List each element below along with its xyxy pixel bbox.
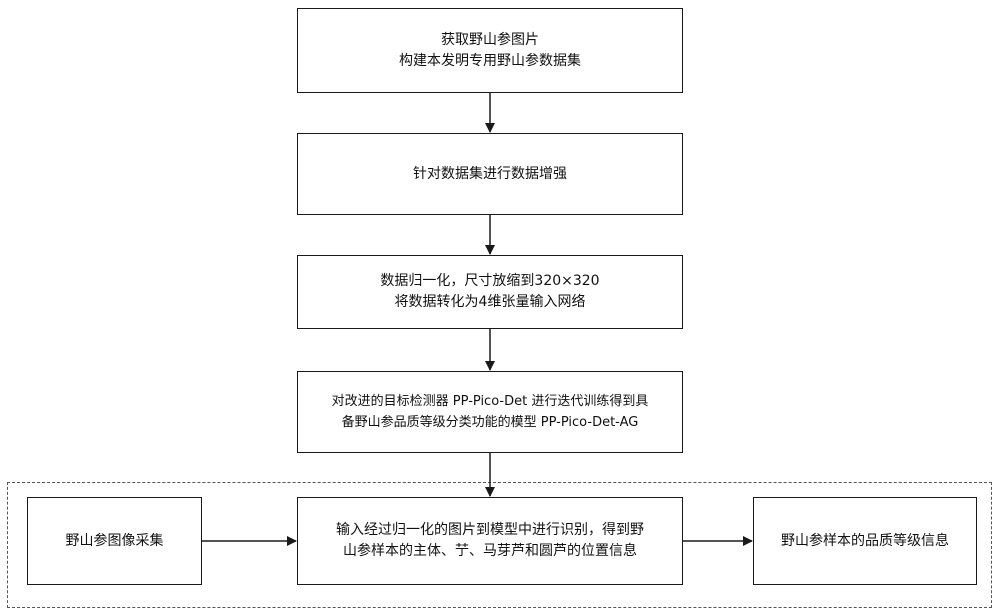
input-image-acquisition-label: 野山参图像采集 [66,531,164,552]
step-normalization-label: 数据归一化，尺寸放缩到320×320 将数据转化为4维张量输入网络 [380,271,599,313]
step-model-training-label: 对改进的目标检测器 PP-Pico-Det 进行迭代训练得到具 备野山参品质等级… [332,391,649,433]
step-normalization: 数据归一化，尺寸放缩到320×320 将数据转化为4维张量输入网络 [297,255,683,329]
output-quality-grade: 野山参样本的品质等级信息 [753,497,977,585]
step-model-recognition: 输入经过归一化的图片到模型中进行识别，得到野 山参样本的主体、艼、马芽芦和圆芦的… [297,497,683,585]
output-quality-grade-label: 野山参样本的品质等级信息 [781,531,949,552]
input-image-acquisition: 野山参图像采集 [27,497,202,585]
step-data-augmentation: 针对数据集进行数据增强 [297,133,683,215]
step-model-training: 对改进的目标检测器 PP-Pico-Det 进行迭代训练得到具 备野山参品质等级… [297,371,683,453]
step-acquire-images: 获取野山参图片 构建本发明专用野山参数据集 [297,8,683,93]
step-model-recognition-label: 输入经过归一化的图片到模型中进行识别，得到野 山参样本的主体、艼、马芽芦和圆芦的… [336,520,644,562]
step-acquire-images-label: 获取野山参图片 构建本发明专用野山参数据集 [399,30,581,72]
step-data-augmentation-label: 针对数据集进行数据增强 [413,164,567,185]
